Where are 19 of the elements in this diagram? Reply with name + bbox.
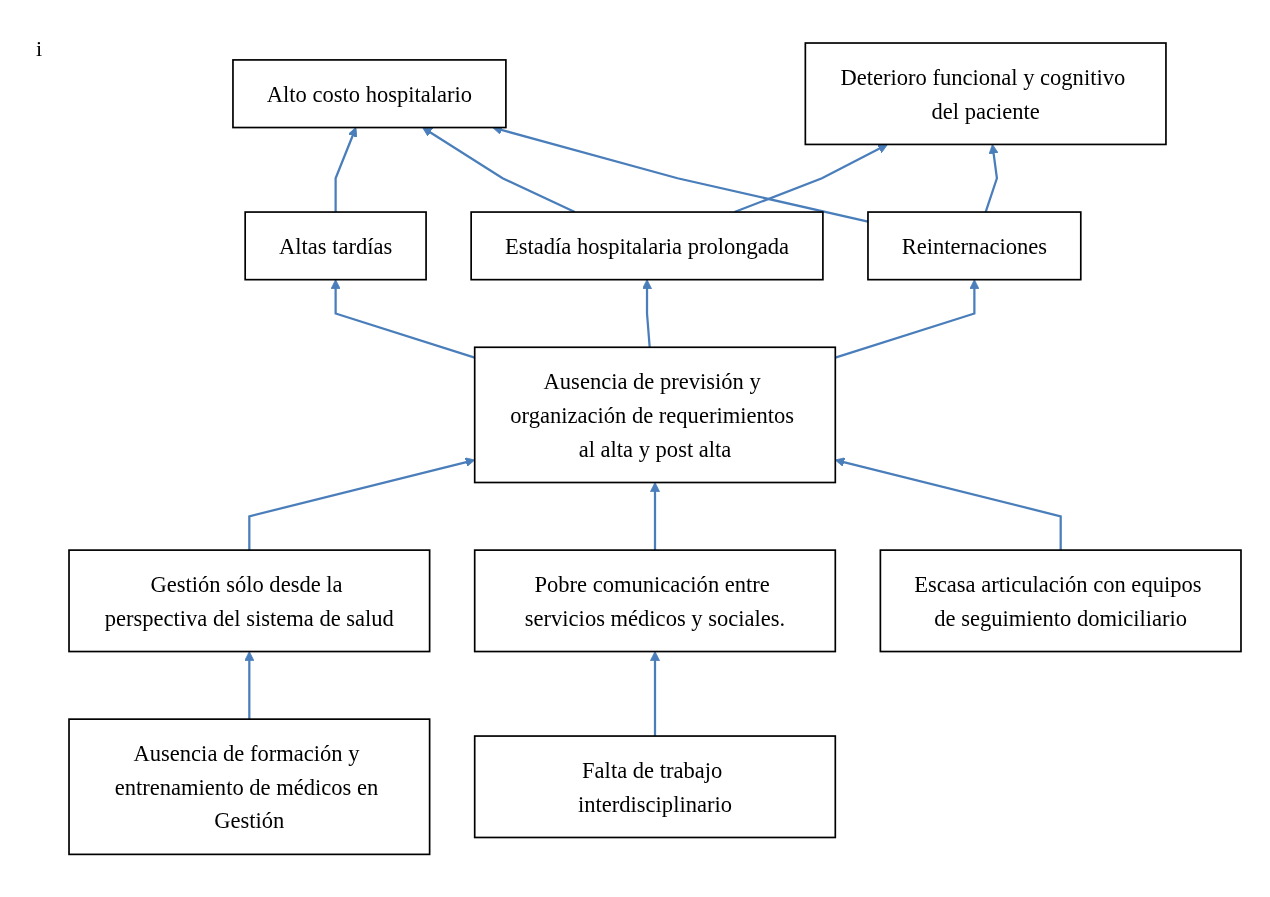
arrow — [650, 481, 660, 550]
arrow — [642, 279, 652, 348]
note-text: i — [36, 36, 43, 62]
node-box: Pobre comunicación entre servicios médicos y sociales. — [473, 549, 837, 653]
arrow — [334, 126, 358, 212]
arrow — [734, 143, 888, 213]
node-box: Ausencia de previsión y organización de requerimientos al alta y post alta — [473, 346, 837, 484]
node-box: Falta de trabajo interdisciplinario — [473, 735, 837, 839]
node-box: Alto costo hospitalario — [232, 58, 507, 129]
node-box: Gestión sólo desde la perspectiva del sistema de salud — [68, 549, 431, 653]
node-box: Ausencia de formación y entrenamiento de médicos en Gestión — [68, 718, 431, 855]
node-box: Estadía hospitalaria prolongada — [470, 211, 824, 281]
node-box: Altas tardías — [244, 211, 427, 281]
arrow — [244, 650, 255, 719]
node-box: Reinternaciones — [867, 211, 1082, 281]
node-box: Deterioro funcional y cognitivo del paciente — [804, 41, 1167, 146]
arrow — [422, 126, 576, 213]
arrow — [984, 143, 999, 213]
node-box: Escasa articulación con equipos de seguimiento domiciliario — [879, 549, 1242, 653]
